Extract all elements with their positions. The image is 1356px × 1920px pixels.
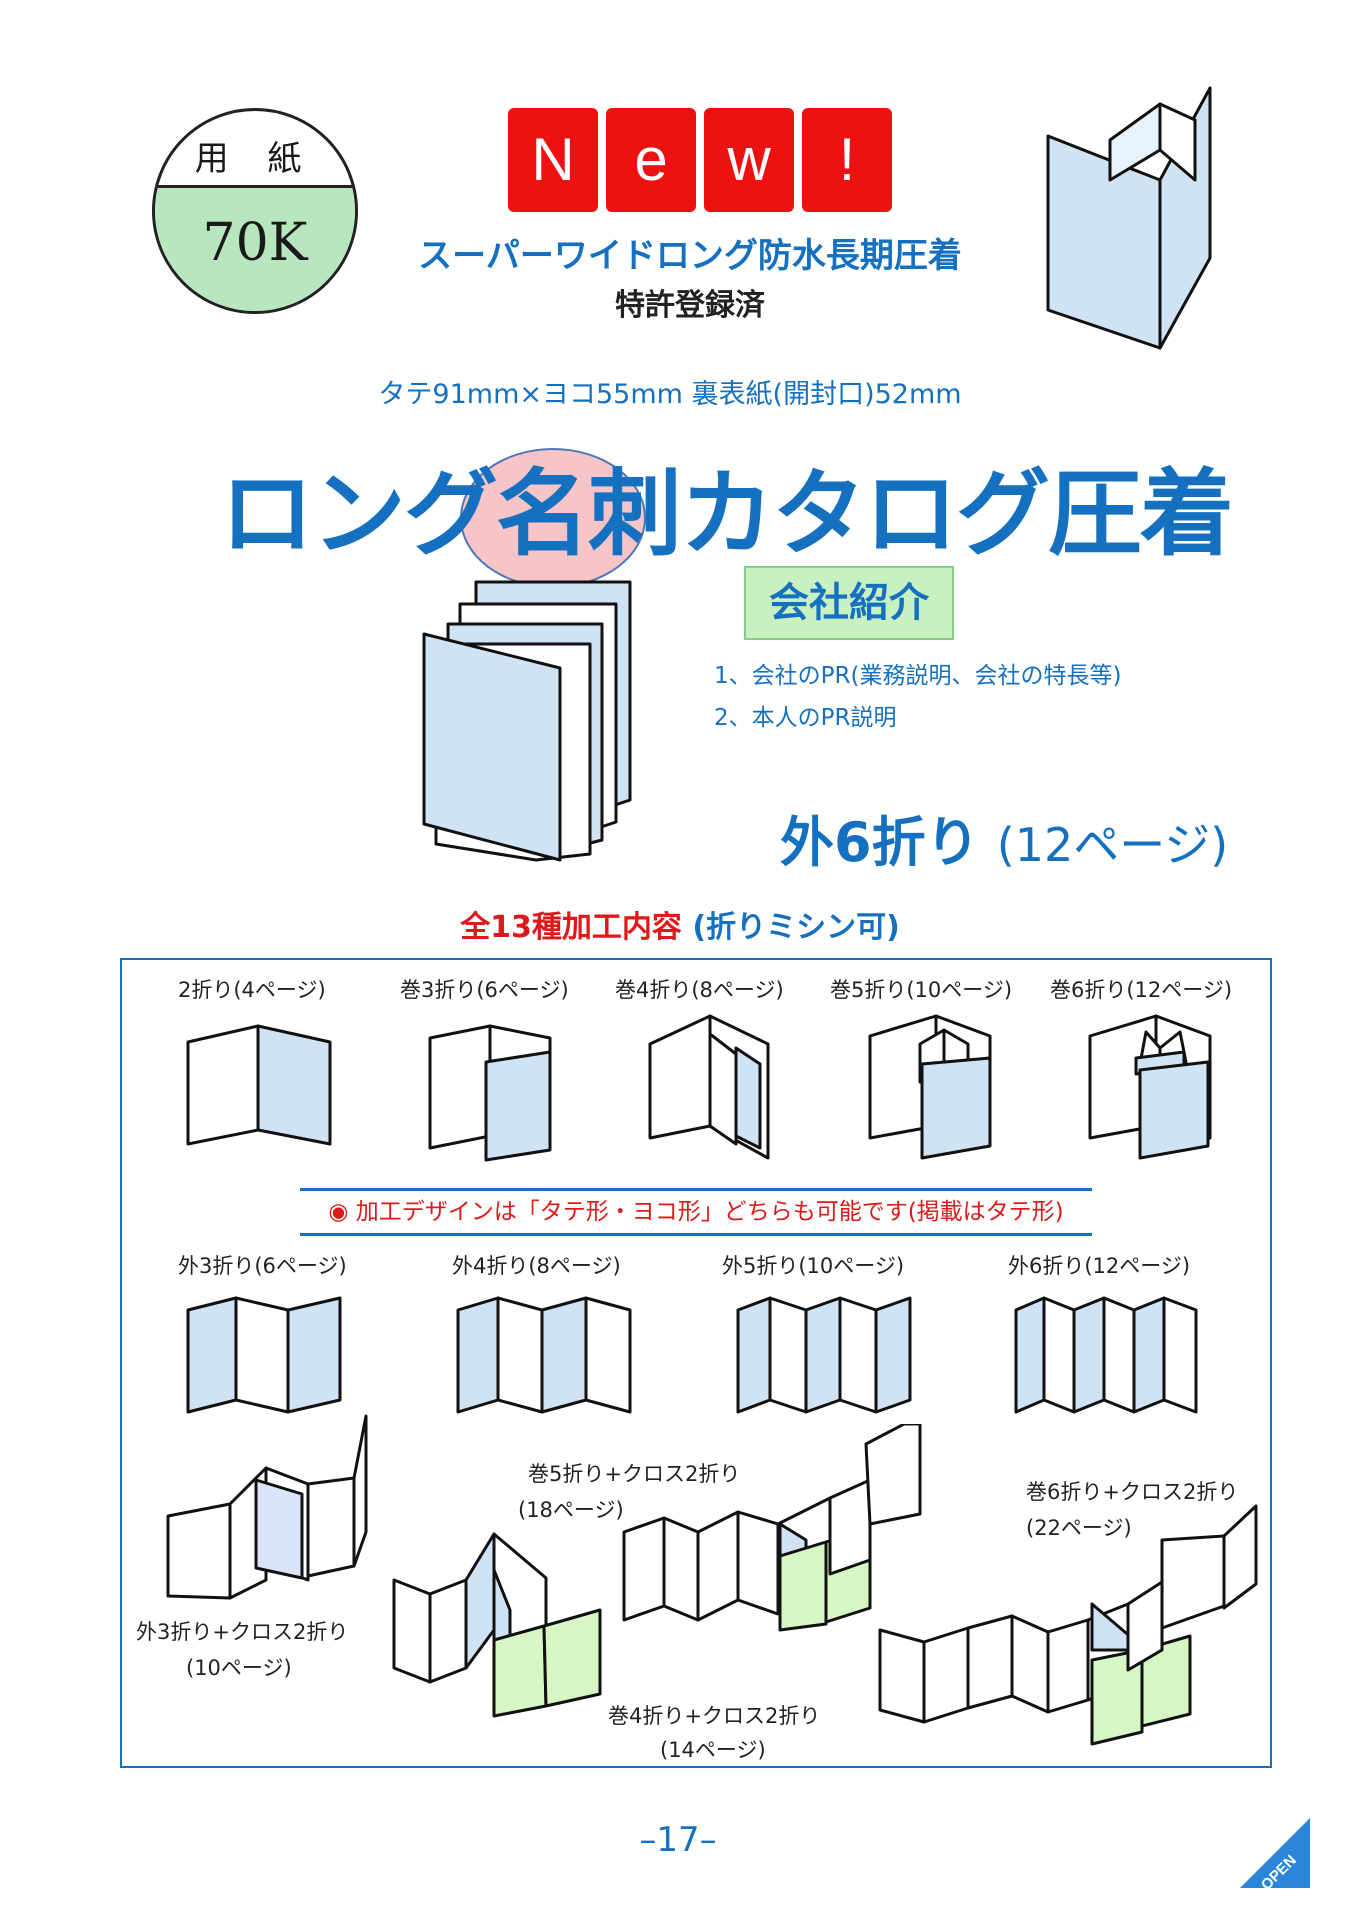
roll-fold-5-icon xyxy=(868,1014,992,1160)
title-highlight: 名刺 xyxy=(496,460,682,569)
cross-fold-d-title: 巻4折り+クロス2折り xyxy=(608,1704,821,1728)
paper-weight-badge: 用 紙 70K xyxy=(152,108,358,314)
cross-fold-b-pages: (18ページ) xyxy=(518,1498,624,1522)
fold-label: 外4折り(8ページ) xyxy=(452,1254,621,1278)
processing-count: 全13種加工内容 xyxy=(460,910,682,945)
card-dimensions: タテ91mm×ヨコ55mm 裏表紙(開封口)52mm xyxy=(378,379,962,410)
outer-fold-3-icon xyxy=(186,1296,342,1414)
cross-fold-c-pages: (22ページ) xyxy=(1026,1516,1132,1540)
design-orientation-note: ◉ 加工デザインは「タテ形・ヨコ形」どちらも可能です(掲載はタテ形) xyxy=(300,1188,1092,1236)
fold-label: 2折り(4ページ) xyxy=(178,978,326,1002)
fold-type-pages: (12ページ) xyxy=(996,818,1229,872)
outer-fold-5-icon xyxy=(736,1296,912,1414)
page-number: –17– xyxy=(639,1820,717,1860)
roll-4-cross-fold-icon xyxy=(392,1532,602,1718)
folded-card-illustration xyxy=(1046,86,1212,350)
patent-note: 特許登録済 xyxy=(615,288,765,323)
outer-fold-4-icon xyxy=(456,1296,632,1414)
roll-fold-4-icon xyxy=(648,1014,770,1160)
product-subtitle: スーパーワイドロング防水長期圧着 xyxy=(418,236,962,276)
title-part-1: ロング xyxy=(220,460,498,569)
open-corner-tab[interactable]: OPEN xyxy=(1240,1818,1310,1888)
outer-3-cross-fold-icon xyxy=(166,1414,368,1600)
fold-type-heading: 外6折り (12ページ) xyxy=(780,798,1228,877)
processing-heading: 全13種加工内容 (折りミシン可) xyxy=(400,902,960,946)
paper-weight: 70K xyxy=(155,185,355,311)
processing-perforation: (折りミシン可) xyxy=(692,910,900,945)
fold-2-icon xyxy=(186,1024,332,1146)
cross-fold-a-pages: (10ページ) xyxy=(186,1656,292,1680)
cross-fold-a-title: 外3折り+クロス2折り xyxy=(136,1620,349,1644)
cross-fold-d-pages: (14ページ) xyxy=(660,1738,766,1762)
fold-label: 外6折り(12ページ) xyxy=(1008,1254,1191,1278)
paper-label: 用 紙 xyxy=(194,139,316,179)
new-letter: N xyxy=(508,108,598,212)
fold-label: 巻6折り(12ページ) xyxy=(1050,978,1233,1002)
roll-6-cross-fold-icon xyxy=(878,1504,1258,1746)
new-banner: N e w ! xyxy=(508,108,892,212)
new-letter: ! xyxy=(802,108,892,212)
cross-fold-c-title: 巻6折り+クロス2折り xyxy=(1026,1480,1239,1504)
new-letter: e xyxy=(606,108,696,212)
main-title: ロング名刺カタログ圧着 xyxy=(220,438,1234,574)
fold-options-frame xyxy=(120,958,1272,1768)
new-letter: w xyxy=(704,108,794,212)
title-part-2: カタログ圧着 xyxy=(680,460,1234,569)
company-item: 1、会社のPR(業務説明、会社の特長等) xyxy=(714,663,1122,689)
title-highlight-oval xyxy=(460,448,646,588)
fold-type-main: 外6折り xyxy=(780,811,980,874)
outer-fold-6-icon xyxy=(1014,1296,1198,1414)
company-item: 2、本人のPR説明 xyxy=(714,705,897,731)
roll-fold-6-icon xyxy=(1088,1014,1212,1160)
fold-label: 外5折り(10ページ) xyxy=(722,1254,905,1278)
stacked-fold-illustration xyxy=(422,580,632,862)
fold-label: 巻3折り(6ページ) xyxy=(400,978,569,1002)
fold-label: 巻4折り(8ページ) xyxy=(615,978,784,1002)
roll-5-cross-fold-icon xyxy=(622,1424,922,1632)
fold-label: 外3折り(6ページ) xyxy=(178,1254,347,1278)
company-intro-heading: 会社紹介 xyxy=(744,566,954,640)
cross-fold-b-title: 巻5折り+クロス2折り xyxy=(528,1462,741,1486)
roll-fold-3-icon xyxy=(428,1024,552,1162)
fold-label: 巻5折り(10ページ) xyxy=(830,978,1013,1002)
